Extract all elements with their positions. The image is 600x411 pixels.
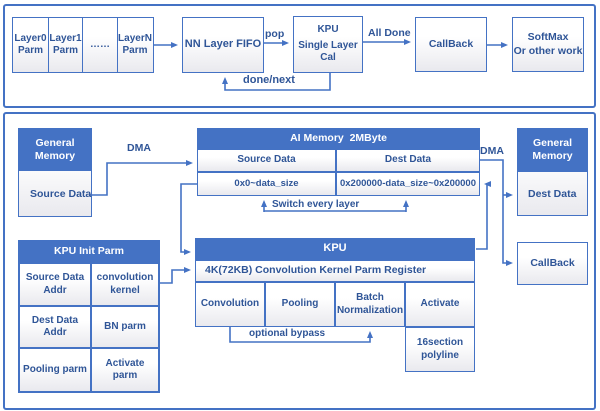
ai-memory-header: AI Memory 2MByte bbox=[197, 128, 480, 149]
ellipsis-text: …… bbox=[90, 38, 110, 50]
dma-right-label: DMA bbox=[480, 145, 504, 157]
callback-bottom-label: CallBack bbox=[530, 256, 575, 269]
kpu-single-layer-box: KPU Single Layer Cal bbox=[293, 16, 363, 73]
init-cell-dest-data-addr: Dest Data Addr bbox=[19, 306, 91, 348]
nn-layer-fifo-box: NN Layer FIFO bbox=[182, 17, 264, 73]
pop-label: pop bbox=[265, 28, 285, 40]
stage-activate-label: Activate bbox=[420, 298, 460, 310]
kpu-stage-batch-normalization: Batch Normalization bbox=[335, 282, 405, 327]
polyline-line2: polyline bbox=[421, 349, 459, 361]
callback-bottom-box: CallBack bbox=[517, 242, 588, 285]
kpu-stage-activate: Activate bbox=[405, 282, 475, 327]
softmax-line1: SoftMax bbox=[527, 31, 569, 44]
init-cell-activate-parm: Activate parm bbox=[91, 348, 159, 392]
general-memory-left-header: General Memory bbox=[18, 128, 92, 171]
init-cell-source-data-addr: Source Data Addr bbox=[19, 263, 91, 306]
callback-top-box: CallBack bbox=[415, 17, 487, 72]
kpu-init-parm-title: KPU Init Parm bbox=[53, 245, 124, 258]
layern-parm-cell: LayerN Parm bbox=[116, 17, 154, 73]
kpu-stage-convolution: Convolution bbox=[195, 282, 265, 327]
layer0-line1: Layer0 bbox=[14, 32, 47, 44]
init-cell-bn-parm: BN parm bbox=[91, 306, 159, 348]
kpu-top-line1: KPU bbox=[317, 24, 339, 36]
ai-source-col-label: Source Data bbox=[237, 154, 296, 166]
layern-line1: LayerN bbox=[118, 32, 152, 44]
softmax-box: SoftMax Or other work bbox=[512, 17, 584, 72]
layer1-line2: Parm bbox=[52, 45, 78, 56]
layer1-line1: Layer1 bbox=[49, 32, 82, 44]
kpu-top-line2: Single Layer Cal bbox=[298, 39, 358, 64]
kpu-stage-pooling: Pooling bbox=[265, 282, 335, 327]
ai-dest-col-label: Dest Data bbox=[384, 154, 432, 166]
kpu-register-row: 4K(72KB) Convolution Kernel Parm Registe… bbox=[195, 260, 475, 282]
layer-ellipsis-cell: …… bbox=[82, 17, 118, 73]
dma-left-label: DMA bbox=[127, 142, 151, 154]
ai-memory-title: AI Memory 2MByte bbox=[290, 132, 387, 145]
general-memory-right-header: General Memory bbox=[517, 128, 588, 172]
kpu-init-parm-header: KPU Init Parm bbox=[18, 240, 160, 263]
stage-batchnorm-label: Batch Normalization bbox=[336, 292, 404, 316]
polyline-line1: 16section bbox=[416, 337, 464, 348]
fifo-label: NN Layer FIFO bbox=[184, 38, 262, 51]
callback-top-label: CallBack bbox=[428, 37, 474, 50]
layer0-parm-cell: Layer0 Parm bbox=[12, 17, 49, 73]
layer0-line2: Parm bbox=[17, 45, 43, 56]
general-memory-right-title: General Memory bbox=[532, 137, 573, 162]
dest-data-right-label: Dest Data bbox=[528, 188, 577, 200]
layern-line2: Parm bbox=[122, 45, 148, 56]
ai-memory-source-range: 0x0~data_size bbox=[197, 172, 336, 196]
kpu-init-parm-grid: Source Data Addr convolution kernel Dest… bbox=[18, 262, 160, 393]
init-cell-pooling-parm: Pooling parm bbox=[19, 348, 91, 392]
ai-memory-dest-col: Dest Data bbox=[336, 149, 480, 172]
init-cell-convolution-kernel: convolution kernel bbox=[91, 263, 159, 306]
done-next-label: done/next bbox=[243, 74, 295, 86]
switch-every-layer-label: Switch every layer bbox=[272, 199, 360, 210]
kpu-block-header: KPU bbox=[195, 238, 475, 260]
ai-memory-dest-range: 0x200000-data_size~0x200000 bbox=[336, 172, 480, 196]
kpu-block-title: KPU bbox=[323, 242, 347, 255]
general-memory-left-title: General Memory bbox=[34, 136, 76, 162]
stage-pooling-label: Pooling bbox=[281, 298, 319, 310]
stage-convolution-label: Convolution bbox=[200, 298, 260, 310]
layer1-parm-cell: Layer1 Parm bbox=[47, 17, 84, 73]
ai-dest-range-label: 0x200000-data_size~0x200000 bbox=[339, 178, 477, 190]
softmax-line2: Or other work bbox=[513, 44, 583, 57]
kpu-16section-polyline-box: 16section polyline bbox=[405, 327, 475, 372]
ai-source-range-label: 0x0~data_size bbox=[234, 178, 299, 190]
all-done-label: All Done bbox=[368, 27, 411, 39]
ai-memory-source-col: Source Data bbox=[197, 149, 336, 172]
source-data-left-label: Source Data bbox=[30, 188, 92, 200]
kpu-register-label: 4K(72KB) Convolution Kernel Parm Registe… bbox=[205, 264, 427, 277]
optional-bypass-label: optional bypass bbox=[249, 328, 326, 339]
